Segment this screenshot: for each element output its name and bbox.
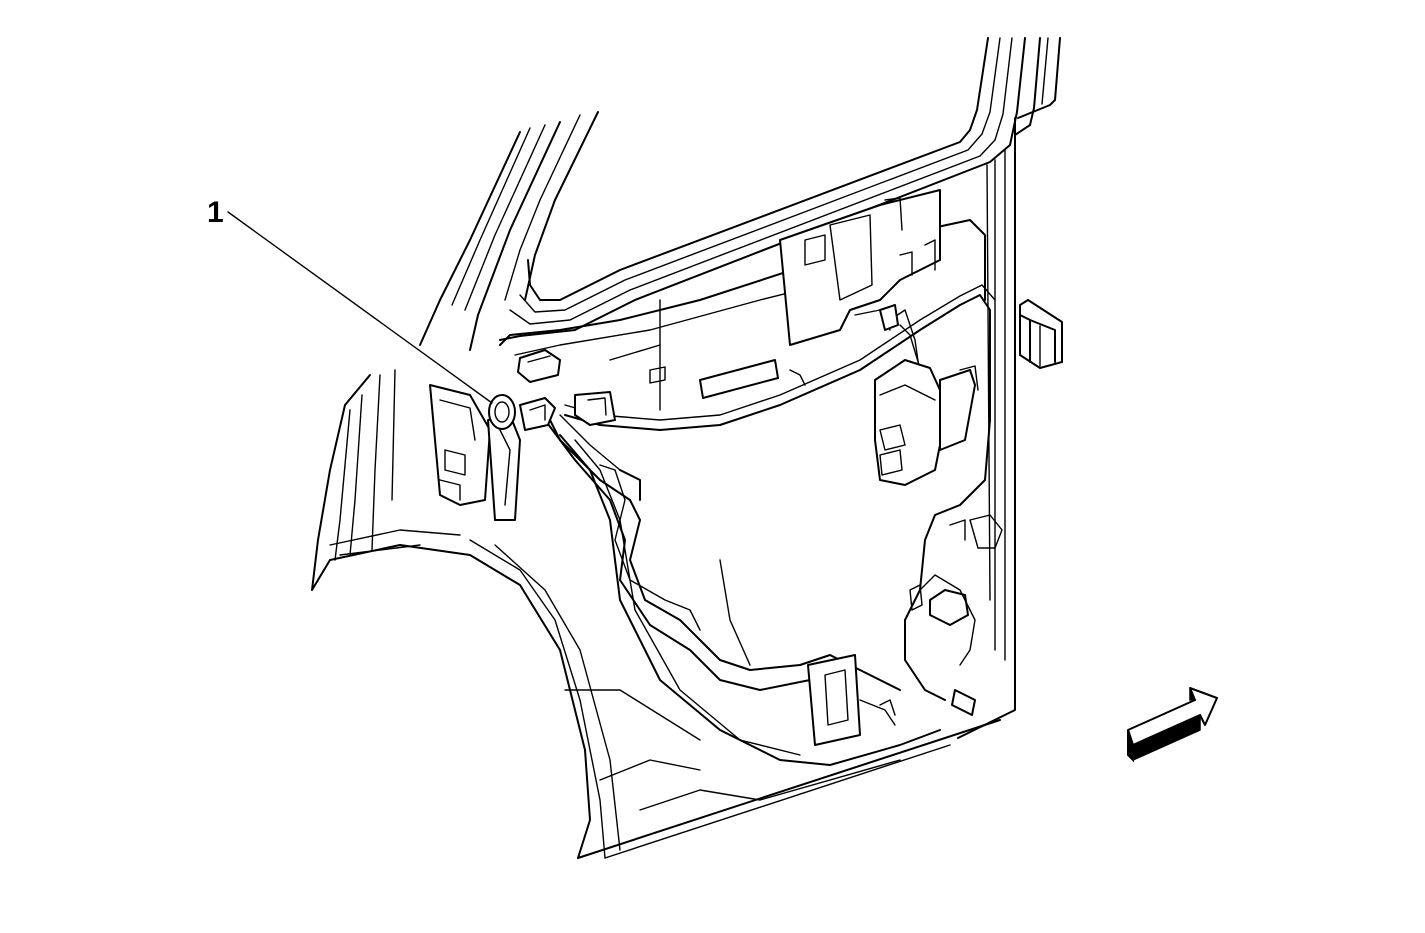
striker-area	[429, 384, 521, 521]
inner-door-panel	[499, 219, 986, 766]
quarter-panel	[311, 369, 1001, 859]
window-regulator	[609, 189, 941, 411]
callout-label: 1	[207, 196, 224, 229]
rear-pillar	[419, 111, 599, 351]
harness-connectors-left	[517, 349, 616, 431]
door-right-edge	[957, 117, 1016, 739]
grommet	[488, 394, 516, 430]
callout-1: 1	[207, 196, 493, 404]
lower-bracket	[807, 514, 1003, 746]
latch-connector	[1019, 299, 1063, 369]
arrow-right-icon	[1127, 687, 1218, 763]
lock-actuator	[874, 304, 979, 486]
